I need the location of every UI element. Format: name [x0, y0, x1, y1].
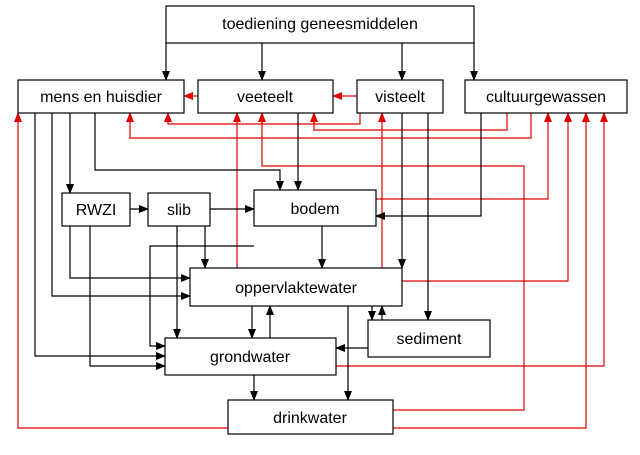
node-mens: mens en huisdier [17, 79, 185, 114]
node-grondwater: grondwater [164, 337, 337, 376]
node-veeteelt: veeteelt [197, 79, 334, 114]
node-label: veeteelt [237, 89, 294, 106]
node-label: sediment [397, 331, 462, 348]
node-label: bodem [291, 201, 340, 218]
arrow-cultuur-to-bodem [375, 113, 482, 220]
node-label: mens en huisdier [40, 89, 163, 106]
node-label: RWZI [76, 202, 117, 219]
black-arrows [34, 43, 482, 401]
arrow-drinkwater-to-mens [14, 112, 228, 429]
arrow-drinkwater-to-cultuur [393, 112, 590, 429]
arrow-bodem-to-grond [149, 245, 254, 350]
red-arrows [14, 92, 608, 429]
node-sediment: sediment [367, 319, 491, 358]
arrow-drinkwater-to-veeteelt [258, 112, 525, 411]
arrow-bodem-to-cultuur [376, 112, 552, 200]
node-label: toediening geneesmiddelen [222, 16, 418, 33]
node-drinkwater: drinkwater [227, 399, 394, 435]
arrow-opp-to-cultuur [402, 112, 572, 282]
arrow-cultuur-to-veeteelt [310, 112, 508, 131]
arrow-cultuur-to-mens [126, 112, 532, 139]
node-label: slib [167, 202, 191, 219]
arrow-visteelt-to-mens [164, 112, 361, 125]
arrow-grondwater-to-cultuur [336, 112, 608, 367]
node-label: drinkwater [273, 410, 347, 427]
node-oppervlaktewater: oppervlaktewater [189, 267, 403, 307]
node-bodem: bodem [253, 189, 377, 227]
node-label: visteelt [375, 89, 425, 106]
arrow-rwzi-to-opp [69, 226, 191, 282]
node-cultuurgewassen: cultuurgewassen [464, 79, 628, 114]
arrow-mens-to-grond [34, 113, 166, 360]
node-label: cultuurgewassen [486, 89, 606, 106]
node-toediening: toediening geneesmiddelen [165, 5, 475, 44]
arrow-rwzi-to-grond [89, 226, 166, 370]
node-visteelt: visteelt [356, 79, 444, 114]
node-label: grondwater [210, 349, 291, 366]
arrow-mens-to-opp [51, 113, 191, 300]
arrow-mens-to-bodem [94, 113, 284, 191]
node-label: oppervlaktewater [235, 280, 358, 297]
node-slib: slib [147, 192, 211, 227]
node-rwzi: RWZI [61, 192, 131, 227]
